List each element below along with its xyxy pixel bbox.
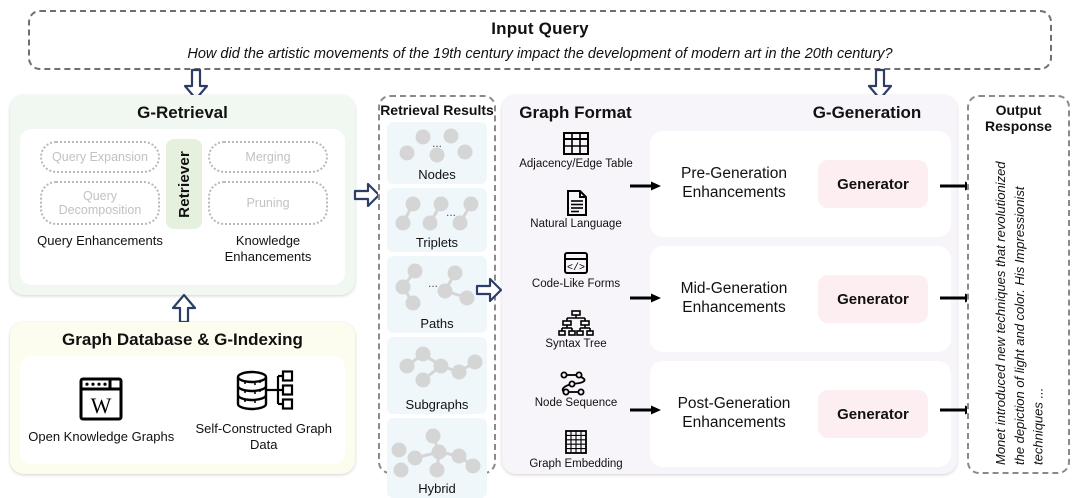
retrieval-result-triplets[interactable]: ... Triplets bbox=[387, 188, 487, 253]
graph-format-list: Adjacency/Edge Table Natural Language bbox=[506, 127, 646, 472]
output-response-title: Output Response bbox=[985, 102, 1052, 135]
generation-row-post[interactable]: Post-Generation Enhancements Generator bbox=[650, 361, 951, 467]
retriever-label: Retriever bbox=[175, 150, 193, 218]
node-sequence-icon bbox=[558, 370, 594, 396]
generation-row-pre[interactable]: Pre-Generation Enhancements Generator bbox=[650, 131, 951, 237]
svg-text:W: W bbox=[91, 393, 112, 418]
hybrid-graph-icon bbox=[389, 428, 485, 482]
graph-database-item-label: Open Knowledge Graphs bbox=[28, 429, 175, 445]
g-retrieval-title: G-Retrieval bbox=[137, 103, 228, 122]
wikipedia-window-icon: W bbox=[74, 375, 128, 425]
g-retrieval-inner-card: Query Expansion Query Decomposition Retr… bbox=[20, 129, 345, 285]
arrow-format-to-mid-icon bbox=[630, 292, 662, 304]
graph-format-item-graph-embedding[interactable]: Graph Embedding bbox=[529, 428, 623, 470]
retrieval-result-nodes[interactable]: ... Nodes bbox=[387, 122, 487, 185]
graph-format-item-adjacency-table[interactable]: Adjacency/Edge Table bbox=[519, 130, 633, 170]
graph-format-item-code-like-forms[interactable]: </> Code-Like Forms bbox=[532, 250, 620, 290]
input-query-title: Input Query bbox=[491, 18, 589, 38]
retriever-chip[interactable]: Retriever bbox=[166, 139, 202, 229]
graph-database-item-self-constructed[interactable]: Self-Constructed Graph Data bbox=[183, 356, 346, 464]
generation-row-label: Post-Generation Enhancements bbox=[677, 395, 791, 431]
output-response-text-wrapper: Monet introduced new techniques that rev… bbox=[969, 143, 1072, 469]
graph-format-title: Graph Format bbox=[519, 103, 632, 122]
input-query-box: Input Query How did the artistic movemen… bbox=[28, 10, 1052, 70]
generator-chip[interactable]: Generator bbox=[818, 390, 928, 438]
generation-row-label: Mid-Generation Enhancements bbox=[680, 280, 788, 316]
pill-merging[interactable]: Merging bbox=[208, 141, 328, 173]
tree-hierarchy-icon bbox=[558, 309, 594, 337]
arrow-format-to-pre-icon bbox=[630, 180, 662, 192]
arrow-up-to-retrieval-icon bbox=[171, 293, 197, 324]
graph-database-item-label: Self-Constructed Graph Data bbox=[195, 421, 333, 452]
graph-format-item-label: Graph Embedding bbox=[529, 457, 623, 470]
arrow-format-to-post-icon bbox=[630, 404, 662, 416]
graph-format-item-node-sequence[interactable]: Node Sequence bbox=[535, 370, 617, 409]
graph-database-item-open-knowledge[interactable]: W Open Knowledge Graphs bbox=[20, 356, 183, 464]
matrix-grid-icon bbox=[561, 428, 591, 457]
retrieval-result-label: Triplets bbox=[415, 235, 459, 251]
retrieval-results-title: Retrieval Results bbox=[380, 102, 494, 118]
generator-chip[interactable]: Generator bbox=[818, 275, 928, 323]
graph-format-item-label: Code-Like Forms bbox=[531, 277, 621, 290]
arrow-right-to-results-icon bbox=[353, 182, 381, 208]
svg-text:...: ... bbox=[446, 205, 456, 219]
graph-database-title: Graph Database & G-Indexing bbox=[62, 330, 303, 349]
triplets-graph-icon: ... bbox=[389, 194, 485, 236]
output-response-panel: Output Response Monet introduced new tec… bbox=[967, 95, 1070, 474]
generator-chip[interactable]: Generator bbox=[818, 160, 928, 208]
retrieval-result-label: Paths bbox=[420, 316, 454, 332]
knowledge-enhancements-label: Knowledge Enhancements bbox=[224, 233, 312, 264]
query-enhancements-label: Query Enhancements bbox=[37, 233, 163, 248]
subgraph-graph-icon bbox=[389, 346, 485, 398]
graph-database-inner-card: W Open Knowledge Graphs bbox=[20, 356, 345, 464]
pill-query-decomposition[interactable]: Query Decomposition bbox=[40, 181, 160, 225]
retrieval-result-hybrid[interactable]: Hybrid bbox=[387, 418, 487, 498]
input-query-text: How did the artistic movements of the 19… bbox=[187, 45, 893, 62]
graph-format-generation-panel: Graph Format G-Generation Adjacency/Edge… bbox=[502, 95, 957, 474]
graph-format-item-natural-language[interactable]: Natural Language bbox=[530, 189, 622, 231]
arrow-right-to-format-icon bbox=[475, 277, 503, 303]
graph-format-item-syntax-tree[interactable]: Syntax Tree bbox=[545, 309, 607, 351]
retrieval-result-label: Nodes bbox=[418, 167, 456, 183]
graph-format-item-label: Node Sequence bbox=[534, 396, 618, 409]
retrieval-result-label: Subgraphs bbox=[405, 397, 469, 413]
output-response-text: Monet introduced new techniques that rev… bbox=[993, 161, 1046, 465]
arrow-down-to-retrieval-icon bbox=[183, 68, 209, 101]
generation-row-label: Pre-Generation Enhancements bbox=[681, 165, 787, 201]
svg-text:...: ... bbox=[428, 276, 438, 290]
g-retrieval-panel: G-Retrieval Query Expansion Query Decomp… bbox=[10, 95, 355, 295]
arrow-down-to-generation-icon bbox=[867, 68, 893, 101]
svg-text:</>: </> bbox=[567, 262, 585, 274]
retrieval-result-label: Hybrid bbox=[418, 481, 456, 497]
table-grid-icon bbox=[561, 130, 591, 157]
svg-text:...: ... bbox=[432, 136, 442, 150]
paths-graph-icon: ... bbox=[389, 263, 485, 317]
document-text-icon bbox=[563, 189, 589, 217]
g-generation-title: G-Generation bbox=[812, 103, 922, 122]
pill-pruning[interactable]: Pruning bbox=[208, 181, 328, 225]
retrieval-results-panel: Retrieval Results ... Nodes ... Tr bbox=[378, 95, 496, 498]
g-generation-rows: Pre-Generation Enhancements Generator Mi… bbox=[650, 131, 951, 467]
retrieval-result-subgraphs[interactable]: Subgraphs bbox=[387, 337, 487, 415]
database-tree-icon bbox=[233, 367, 295, 417]
graph-format-item-label: Natural Language bbox=[530, 218, 622, 231]
generation-row-mid[interactable]: Mid-Generation Enhancements Generator bbox=[650, 246, 951, 352]
code-window-icon: </> bbox=[561, 250, 591, 277]
pill-query-expansion[interactable]: Query Expansion bbox=[40, 141, 160, 173]
graph-format-item-label: Adjacency/Edge Table bbox=[519, 158, 633, 170]
retrieval-result-paths[interactable]: ... Paths bbox=[387, 256, 487, 334]
graph-format-item-label: Syntax Tree bbox=[545, 338, 607, 351]
graph-database-panel: Graph Database & G-Indexing W Open Knowl… bbox=[10, 322, 355, 474]
nodes-graph-icon: ... bbox=[389, 128, 485, 168]
